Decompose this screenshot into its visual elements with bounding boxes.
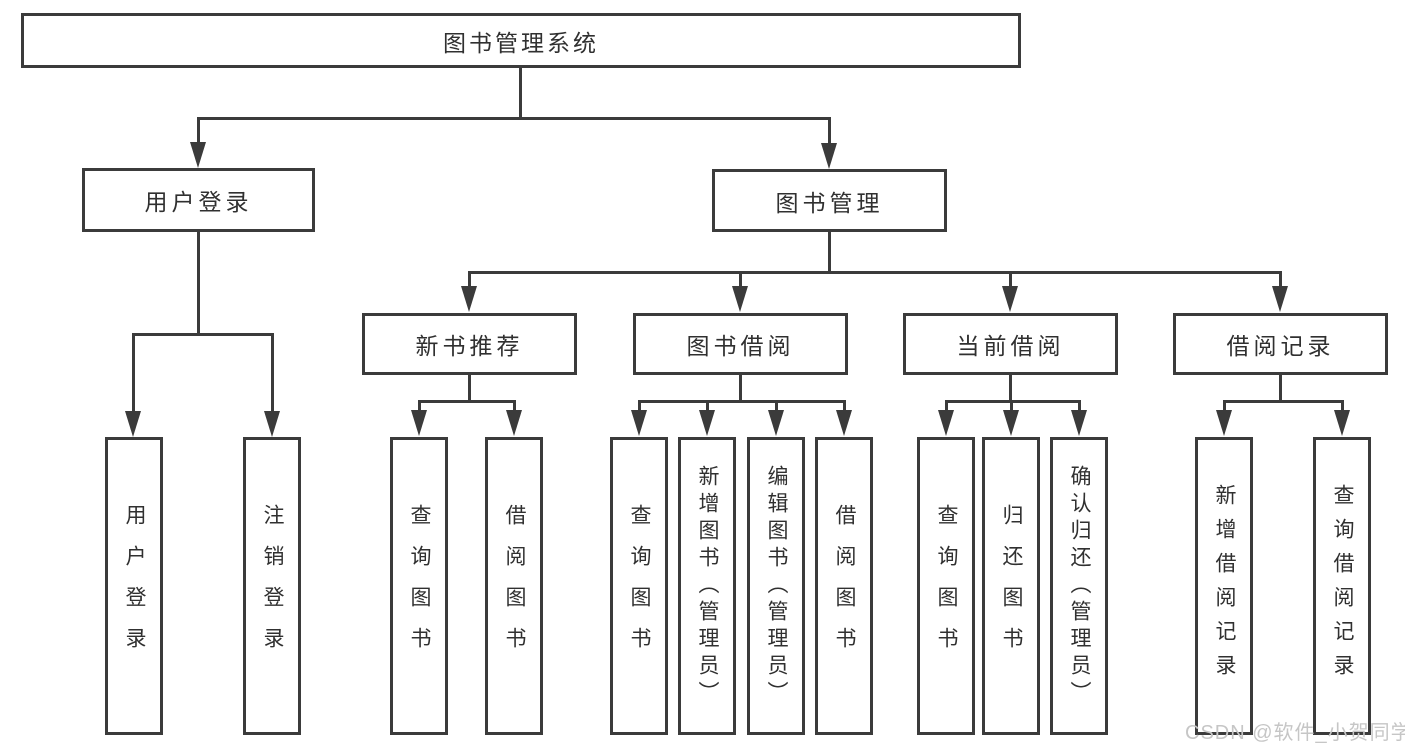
arrowhead-down-icon xyxy=(190,142,206,168)
arrowhead-down-icon xyxy=(411,410,427,436)
arrowhead-down-icon xyxy=(768,410,784,436)
connector xyxy=(468,271,1282,274)
arrowhead-down-icon xyxy=(125,411,141,437)
connector xyxy=(1223,400,1226,416)
node-book-management: 图书管理 xyxy=(712,169,947,232)
connector xyxy=(1078,400,1081,416)
node-leaf-query-borrow-record: 查询借阅记录 xyxy=(1313,437,1371,735)
node-library-management-system: 图书管理系统 xyxy=(21,13,1021,68)
node-label: 新增借阅记录 xyxy=(1213,484,1236,688)
connector xyxy=(1279,375,1282,402)
node-leaf-user-login: 用户登录 xyxy=(105,437,163,735)
connector xyxy=(468,375,471,402)
node-leaf-query-books: 查询图书 xyxy=(917,437,975,735)
node-label: 编辑图书（管理员） xyxy=(765,464,788,708)
connector xyxy=(1223,400,1344,403)
node-borrowing-records: 借阅记录 xyxy=(1173,313,1388,375)
node-current-borrowing: 当前借阅 xyxy=(903,313,1118,375)
node-label: 借阅图书 xyxy=(833,504,856,668)
connector xyxy=(197,117,200,147)
arrowhead-down-icon xyxy=(1071,410,1087,436)
node-label: 查询图书 xyxy=(408,504,431,668)
node-label: 借阅图书 xyxy=(503,504,526,668)
connector xyxy=(945,400,948,416)
node-label: 查询图书 xyxy=(628,504,651,668)
node-label: 注销登录 xyxy=(261,504,284,668)
node-leaf-borrow-books: 借阅图书 xyxy=(485,437,543,735)
connector xyxy=(775,400,778,416)
arrowhead-down-icon xyxy=(938,410,954,436)
node-user-login: 用户登录 xyxy=(82,168,315,232)
node-label: 新增图书（管理员） xyxy=(696,464,719,708)
connector xyxy=(418,400,421,416)
connector xyxy=(739,375,742,402)
connector xyxy=(519,68,522,118)
arrowhead-down-icon xyxy=(1002,286,1018,312)
node-label: 图书管理 xyxy=(775,189,884,216)
connector xyxy=(418,400,515,403)
node-label: 查询借阅记录 xyxy=(1331,484,1354,688)
node-leaf-add-borrow-record: 新增借阅记录 xyxy=(1195,437,1253,735)
connector xyxy=(706,400,709,416)
connector xyxy=(197,117,830,120)
connector xyxy=(513,400,516,416)
arrowhead-down-icon xyxy=(1334,410,1350,436)
node-label: 归还图书 xyxy=(1000,504,1023,668)
connector xyxy=(1009,271,1012,291)
node-label: 借阅记录 xyxy=(1226,333,1335,359)
arrowhead-down-icon xyxy=(732,286,748,312)
node-book-borrowing: 图书借阅 xyxy=(633,313,848,375)
connector xyxy=(828,232,831,274)
node-leaf-query-books: 查询图书 xyxy=(610,437,668,735)
node-label: 用户登录 xyxy=(123,504,146,668)
connector xyxy=(1279,271,1282,291)
connector xyxy=(1010,400,1013,416)
connector xyxy=(1341,400,1344,416)
node-leaf-borrow-books: 借阅图书 xyxy=(815,437,873,735)
arrowhead-down-icon xyxy=(1003,410,1019,436)
node-leaf-return-books: 归还图书 xyxy=(982,437,1040,735)
node-label: 查询图书 xyxy=(935,504,958,668)
node-leaf-confirm-return-admin: 确认归还（管理员） xyxy=(1050,437,1108,735)
node-new-book-recommend: 新书推荐 xyxy=(362,313,577,375)
connector xyxy=(132,333,274,336)
connector xyxy=(197,232,200,336)
node-leaf-query-books: 查询图书 xyxy=(390,437,448,735)
arrowhead-down-icon xyxy=(506,410,522,436)
node-leaf-edit-books-admin: 编辑图书（管理员） xyxy=(747,437,805,735)
node-label: 确认归还（管理员） xyxy=(1068,464,1091,708)
arrowhead-down-icon xyxy=(699,410,715,436)
arrowhead-down-icon xyxy=(461,286,477,312)
arrowhead-down-icon xyxy=(1216,410,1232,436)
connector xyxy=(132,333,135,415)
arrowhead-down-icon xyxy=(264,411,280,437)
node-label: 图书借阅 xyxy=(686,333,795,359)
connector xyxy=(271,333,274,415)
connector xyxy=(843,400,846,416)
arrowhead-down-icon xyxy=(631,410,647,436)
node-leaf-add-books-admin: 新增图书（管理员） xyxy=(678,437,736,735)
csdn-watermark: CSDN @软件_小贺同学 xyxy=(1185,722,1405,744)
connector xyxy=(638,400,641,416)
arrowhead-down-icon xyxy=(821,143,837,169)
connector xyxy=(638,400,846,403)
connector xyxy=(828,117,831,147)
node-label: 用户登录 xyxy=(144,189,253,215)
node-leaf-logout: 注销登录 xyxy=(243,437,301,735)
node-label: 图书管理系统 xyxy=(443,29,599,56)
connector xyxy=(739,271,742,291)
arrowhead-down-icon xyxy=(836,410,852,436)
arrowhead-down-icon xyxy=(1272,286,1288,312)
connector xyxy=(1009,375,1012,402)
connector xyxy=(468,271,471,291)
node-label: 新书推荐 xyxy=(415,333,524,359)
node-label: 当前借阅 xyxy=(956,333,1065,359)
